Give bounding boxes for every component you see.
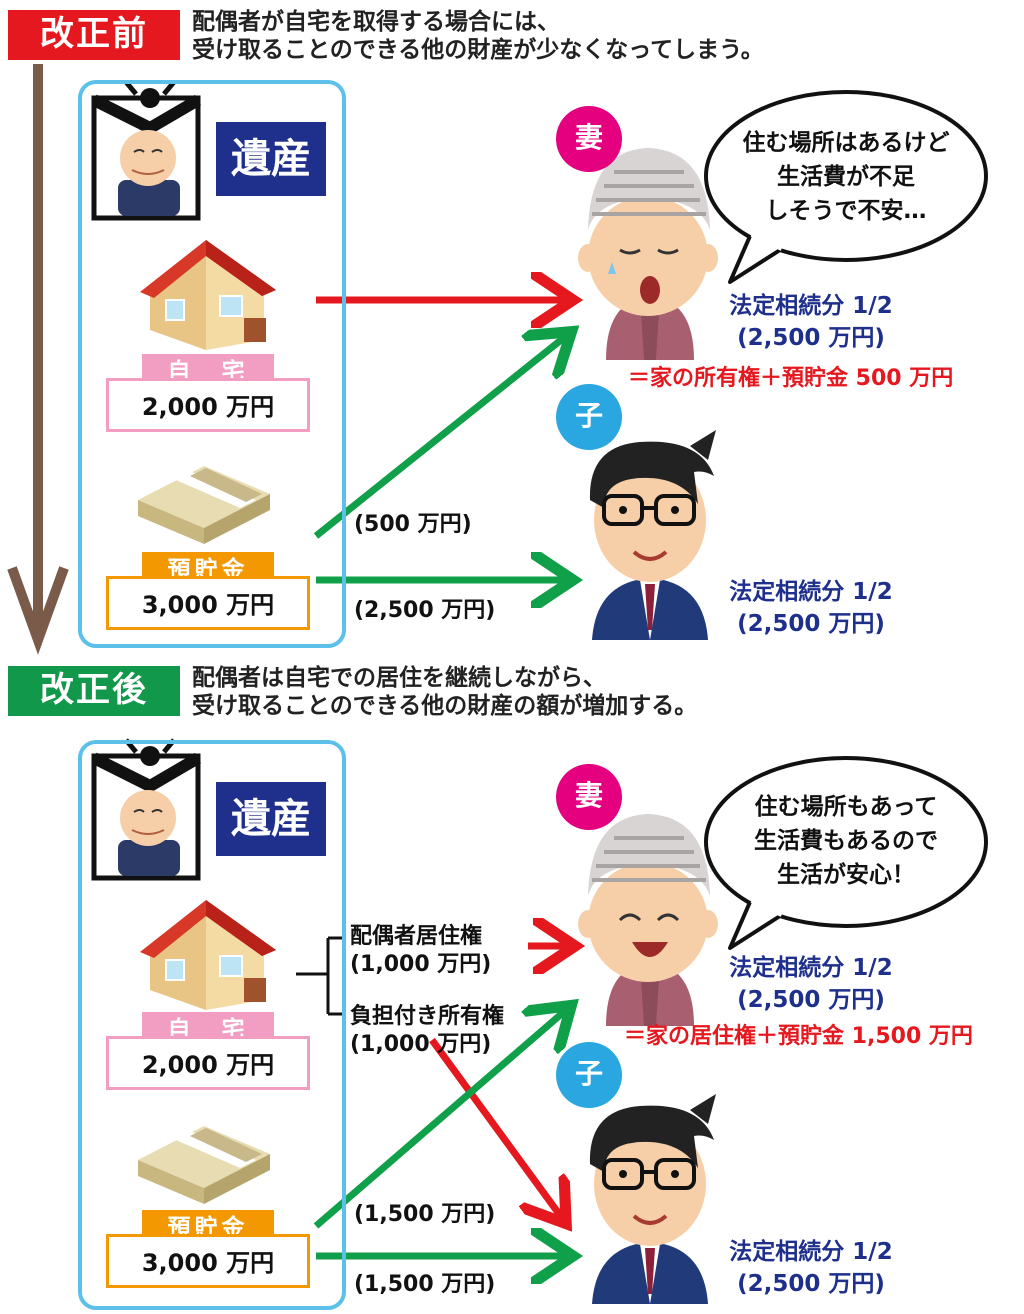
burdened-ownership-label: 負担付き所有権 (350, 1004, 505, 1029)
residence-right-label: 配偶者居住権 (350, 924, 483, 949)
before-desc-line1: 配偶者が自宅を取得する場合には、 (192, 9, 560, 35)
share-line2: (2,500 万円) (737, 611, 885, 637)
bubble-line: 住む場所もあって (754, 794, 938, 820)
arrow-to-wife-amount: (1,500 万円) (354, 1202, 496, 1227)
speech-bubble-icon (704, 90, 988, 284)
burdened-ownership-amount: (1,000 万円) (350, 1032, 492, 1057)
estate-box (78, 740, 346, 1310)
share-line1: 法定相続分 1/2 (729, 1239, 893, 1265)
home-value: 2,000 万円 (106, 378, 310, 432)
bubble-line: 住む場所はあるけど (742, 130, 950, 156)
share-line2: (2,500 万円) (737, 1271, 885, 1297)
wife-badge: 妻 (556, 106, 622, 172)
after-desc-line1: 配偶者は自宅での居住を継続しながら、 (192, 665, 606, 691)
arrow-to-child-amount: (1,500 万円) (354, 1272, 496, 1297)
home-value: 2,000 万円 (106, 1036, 310, 1090)
estate-label: 遺産 (216, 782, 326, 856)
child-badge: 子 (556, 384, 622, 450)
share-line2: (2,500 万円) (737, 325, 885, 351)
son-icon (589, 1094, 716, 1304)
share-line1: 法定相続分 1/2 (729, 579, 893, 605)
arrow-savings-to-wife (313, 336, 566, 539)
wife-share: 法定相続分 1/2 (2,500 万円) (706, 290, 916, 354)
bubble-line: しそうで不安… (765, 198, 927, 224)
timeline-arrow (7, 64, 69, 655)
bubble-line: 生活費が不足 (777, 164, 915, 190)
house-icon (140, 240, 276, 350)
split-bracket (296, 936, 342, 1016)
child-badge: 子 (556, 1042, 622, 1108)
before-desc-line2: 受け取ることのできる他の財産が少なくなってしまう。 (192, 37, 764, 63)
share-line1: 法定相続分 1/2 (729, 955, 893, 981)
portrait-icon (91, 738, 202, 881)
arrow-ownership-to-child (429, 1037, 562, 1218)
child-share: 法定相続分 1/2 (2,500 万円) (706, 576, 916, 640)
wife-badge: 妻 (556, 764, 622, 830)
savings-value: 3,000 万円 (106, 1234, 310, 1288)
arrow-to-child-amount: (2,500 万円) (354, 598, 496, 623)
after-description: 配偶者は自宅での居住を継続しながら、 受け取ることのできる他の財産の額が増加する… (192, 664, 697, 720)
after-tag: 改正後 (8, 666, 180, 716)
bubble-line: 生活費もあるので (754, 828, 938, 854)
bubble-line: 生活が安心！ (777, 862, 915, 888)
speech-bubble-icon (704, 756, 988, 950)
grandmother-icon (578, 814, 718, 1026)
wife-share: 法定相続分 1/2 (2,500 万円) (706, 952, 916, 1016)
cash-bundle-icon (138, 1126, 270, 1204)
estate-box (78, 80, 346, 648)
before-description: 配偶者が自宅を取得する場合には、 受け取ることのできる他の財産が少なくなってしま… (192, 8, 764, 64)
cash-bundle-icon (138, 466, 270, 544)
share-line1: 法定相続分 1/2 (729, 293, 893, 319)
son-icon (589, 430, 716, 640)
before-tag: 改正前 (8, 10, 180, 60)
arrow-to-wife-amount: (500 万円) (354, 512, 472, 537)
share-line2: (2,500 万円) (737, 987, 885, 1013)
house-icon (140, 900, 276, 1010)
portrait-icon (91, 80, 202, 221)
wife-bubble-text: 住む場所もあって 生活費もあるので 生活が安心！ (716, 790, 976, 892)
grandmother-icon (578, 148, 718, 360)
wife-note: ＝家の所有権＋預貯金 500 万円 (628, 366, 954, 391)
estate-label: 遺産 (216, 122, 326, 196)
child-share: 法定相続分 1/2 (2,500 万円) (706, 1236, 916, 1300)
arrow-savings-to-wife (313, 1010, 566, 1229)
residence-right-amount: (1,000 万円) (350, 952, 492, 977)
wife-note: ＝家の居住権＋預貯金 1,500 万円 (624, 1024, 973, 1049)
wife-bubble-text: 住む場所はあるけど 生活費が不足 しそうで不安… (716, 126, 976, 228)
after-desc-line2: 受け取ることのできる他の財産の額が増加する。 (192, 693, 698, 719)
savings-value: 3,000 万円 (106, 576, 310, 630)
